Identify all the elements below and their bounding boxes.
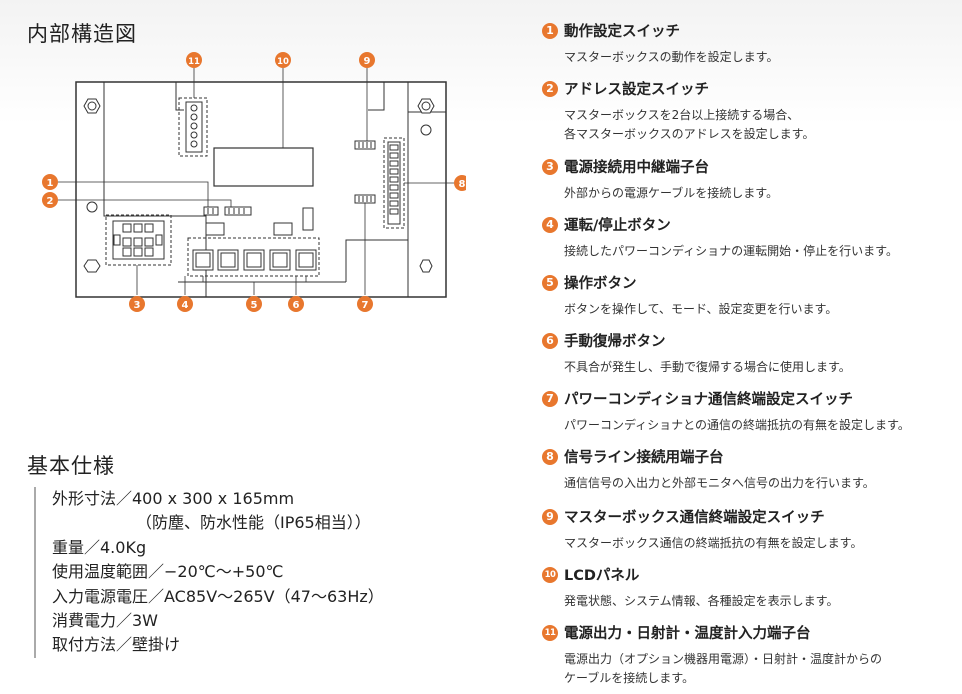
item-title: 信号ライン接続用端子台 — [564, 450, 724, 466]
spec-list: 外形寸法／400 x 300 x 165mm （防塵、防水性能（IP65相当））… — [34, 487, 384, 658]
operation-setting-switch — [203, 206, 219, 216]
item-1: 1 動作設定スイッチ マスターボックスの動作を設定します。 — [542, 20, 778, 67]
internal-structure-diagram: 11 10 9 1 2 8 3 4 5 6 7 — [42, 52, 466, 312]
item-5: 5 操作ボタン ボタンを操作して、モード、設定変更を行います。 — [542, 272, 837, 319]
marker-7: 7 — [362, 300, 369, 311]
screw-top-right — [417, 98, 435, 114]
screw-bottom-left — [83, 259, 101, 273]
screw-mid-left — [86, 201, 98, 213]
screw-mid-right — [420, 124, 432, 136]
address-setting-switch — [224, 206, 252, 216]
marker-11: 11 — [188, 57, 200, 67]
pcs-terminator-switch — [354, 194, 376, 204]
item-desc: マスターボックス通信の終端抵抗の有無を設定します。 — [564, 536, 863, 550]
item-title: 動作設定スイッチ — [564, 24, 680, 40]
item-desc: 各マスターボックスのアドレスを設定します。 — [564, 127, 815, 141]
structure-heading: 内部構造図 — [27, 22, 137, 46]
spec-power: 消費電力／3W — [52, 611, 159, 631]
item-title: 操作ボタン — [564, 276, 637, 292]
marker-4: 4 — [182, 300, 189, 311]
spec-mounting: 取付方法／壁掛け — [52, 635, 181, 655]
badge-1: 1 — [542, 22, 558, 39]
terminal-block-11-outline — [178, 97, 208, 157]
badge-10: 10 — [542, 566, 558, 583]
marker-1: 1 — [47, 178, 54, 189]
badge-2: 2 — [542, 80, 558, 97]
badge-6: 6 — [542, 332, 558, 349]
marker-10: 10 — [277, 57, 289, 67]
item-2: 2 アドレス設定スイッチ マスターボックスを2台以上接続する場合、各マスターボック… — [542, 78, 814, 144]
master-terminator-switch — [354, 140, 376, 150]
item-desc: マスターボックスを2台以上接続する場合、 — [564, 108, 800, 122]
board-edge-right — [368, 82, 385, 111]
item-7: 7 パワーコンディショナ通信終端設定スイッチ パワーコンディショナとの通信の終端抵… — [542, 388, 910, 435]
item-desc: 通信信号の入出力と外部モニタへ信号の出力を行います。 — [564, 476, 875, 490]
power-relay-terminal-outline — [105, 214, 172, 266]
spec-temperature: 使用温度範囲／−20℃〜+50℃ — [52, 562, 284, 582]
item-title: パワーコンディショナ通信終端設定スイッチ — [564, 392, 853, 408]
item-desc: 不具合が発生し、手動で復帰する場合に使用します。 — [564, 360, 851, 374]
item-desc: 外部からの電源ケーブルを接続します。 — [564, 186, 779, 200]
marker-2: 2 — [47, 196, 54, 207]
board-right — [345, 239, 408, 282]
marker-9: 9 — [364, 56, 371, 67]
top-button-b — [273, 222, 293, 236]
item-6: 6 手動復帰ボタン 不具合が発生し、手動で復帰する場合に使用します。 — [542, 330, 851, 377]
item-desc: 発電状態、システム情報、各種設定を表示します。 — [564, 594, 839, 608]
item-8: 8 信号ライン接続用端子台 通信信号の入出力と外部モニタへ信号の出力を行います。 — [542, 446, 875, 493]
item-desc: マスターボックスの動作を設定します。 — [564, 50, 779, 64]
buttons-outline — [187, 237, 320, 277]
badge-8: 8 — [542, 448, 558, 465]
marker-8: 8 — [459, 179, 466, 190]
item-9: 9 マスターボックス通信終端設定スイッチ マスターボックス通信の終端抵抗の有無を設… — [542, 506, 862, 553]
marker-5: 5 — [251, 300, 258, 311]
spec-heading: 基本仕様 — [27, 454, 115, 478]
badge-3: 3 — [542, 158, 558, 175]
badge-5: 5 — [542, 274, 558, 291]
item-11: 11 電源出力・日射計・温度計入力端子台 電源出力（オプション機器用電源）・日射計… — [542, 622, 882, 688]
spec-size: 外形寸法／400 x 300 x 165mm — [52, 489, 295, 508]
badge-4: 4 — [542, 216, 558, 233]
item-title: 電源接続用中継端子台 — [564, 160, 709, 176]
lcd-panel — [213, 147, 314, 187]
item-desc: ケーブルを接続します。 — [564, 671, 695, 685]
item-4: 4 運転/停止ボタン 接続したパワーコンディショナの運転開始・停止を行います。 — [542, 214, 898, 261]
top-button-a — [205, 222, 225, 236]
badge-9: 9 — [542, 508, 558, 525]
item-title: アドレス設定スイッチ — [564, 82, 709, 98]
item-desc: 電源出力（オプション機器用電源）・日射計・温度計からの — [564, 652, 883, 666]
badge-7: 7 — [542, 390, 558, 407]
item-10: 10 LCDパネル 発電状態、システム情報、各種設定を表示します。 — [542, 564, 838, 611]
badge-11: 11 — [542, 624, 558, 641]
item-desc: ボタンを操作して、モード、設定変更を行います。 — [564, 302, 838, 316]
item-desc: パワーコンディショナとの通信の終端抵抗の有無を設定します。 — [564, 418, 910, 432]
item-title: LCDパネル — [564, 568, 640, 584]
item-title: 運転/停止ボタン — [564, 218, 671, 234]
item-desc: 接続したパワーコンディショナの運転開始・停止を行います。 — [564, 244, 898, 258]
spec-weight: 重量／4.0Kg — [52, 537, 147, 557]
item-title: 手動復帰ボタン — [564, 334, 666, 350]
board-edge — [175, 82, 184, 111]
screw-top-left — [83, 98, 101, 114]
marker-6: 6 — [293, 300, 300, 311]
item-3: 3 電源接続用中継端子台 外部からの電源ケーブルを接続します。 — [542, 156, 778, 203]
spec-protection: （防塵、防水性能（IP65相当）） — [136, 513, 371, 533]
item-title: マスターボックス通信終端設定スイッチ — [564, 510, 825, 526]
spec-voltage: 入力電源電圧／AC85V〜265V（47〜63Hz） — [52, 586, 384, 606]
item-title: 電源出力・日射計・温度計入力端子台 — [564, 626, 811, 642]
screw-bottom-right — [419, 259, 433, 273]
marker-3: 3 — [134, 300, 141, 311]
